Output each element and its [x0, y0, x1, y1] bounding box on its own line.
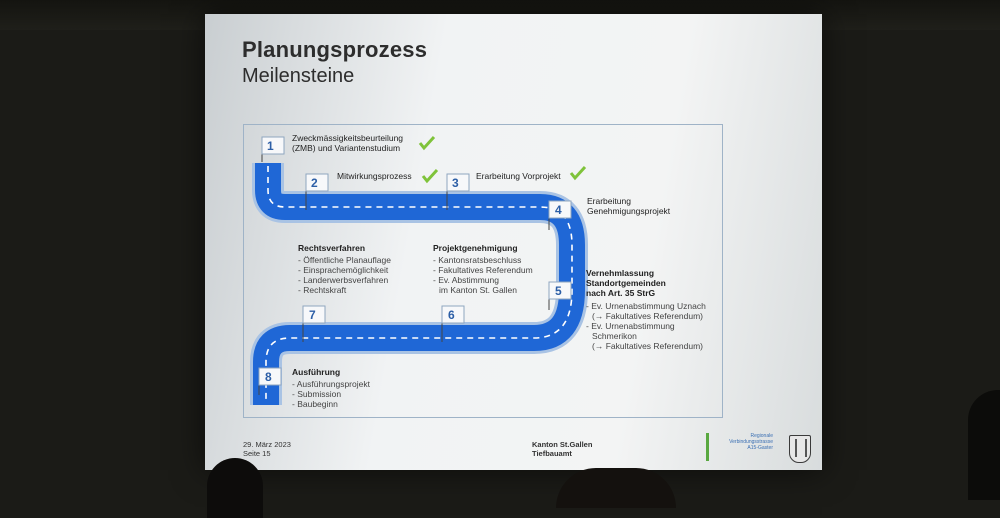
check-icon	[418, 135, 436, 151]
slide-subtitle: Meilensteine	[242, 65, 355, 87]
milestone-3-label: Erarbeitung Vorprojekt	[476, 171, 561, 181]
milestone-1-label: Zweckmässigkeitsbeurteilung (ZMB) und Va…	[292, 133, 403, 153]
projection-screen	[205, 14, 822, 470]
milestone-flag-1	[261, 136, 285, 162]
milestone-number: 5	[555, 284, 562, 298]
audience-silhouette	[968, 390, 1000, 500]
footer-org: Kanton St.Gallen	[532, 440, 593, 449]
road-center-line	[265, 166, 573, 402]
milestone-line: Rechtsverfahren	[298, 243, 366, 253]
milestone-7-label: Rechtsverfahren - Öffentliche Planauflag…	[298, 243, 391, 295]
milestone-line: (ZMB) und Variantenstudium	[292, 143, 401, 153]
slide-title: Planungsprozess	[242, 37, 428, 62]
milestone-item: - Ev. Abstimmung	[433, 275, 499, 285]
milestone-flag-2	[305, 173, 329, 210]
footer-dept: Tiefbauamt	[532, 449, 572, 458]
milestone-item: - Einsprachemöglichkeit	[298, 265, 389, 275]
logo-line: Verbindungsstrasse	[729, 439, 773, 445]
milestone-flag-6	[441, 305, 465, 342]
audience-head	[556, 468, 676, 508]
check-icon	[421, 168, 439, 184]
milestone-item: - Ev. Urnenabstimmung Uznach	[586, 301, 706, 311]
milestone-item: - Submission	[292, 389, 342, 399]
milestone-number: 8	[265, 370, 272, 384]
milestone-item: - Öffentliche Planauflage	[298, 255, 391, 265]
milestone-2-label: Mitwirkungsprozess	[337, 171, 412, 181]
milestone-5-label: Vernehmlassung Standortgemeinden nach Ar…	[586, 268, 706, 351]
milestone-flag-4	[548, 200, 572, 230]
milestone-flag-7	[302, 305, 326, 342]
milestone-item: - Baubeginn	[292, 399, 338, 409]
milestone-6-label: Projektgenehmigung - Kantonsratsbeschlus…	[433, 243, 533, 295]
milestone-line: Erarbeitung	[587, 196, 631, 206]
milestone-item: im Kanton St. Gallen	[439, 285, 517, 295]
milestone-flag-8	[258, 367, 282, 395]
milestone-line: Projektgenehmigung	[433, 243, 518, 253]
milestone-flag-3	[446, 173, 470, 210]
milestone-line: Vernehmlassung	[586, 268, 655, 278]
milestone-number: 4	[555, 203, 562, 217]
milestone-item: - Fakultatives Referendum	[433, 265, 533, 275]
footer-center: Kanton St.Gallen Tiefbauamt	[532, 440, 592, 458]
milestone-line: Zweckmässigkeitsbeurteilung	[292, 133, 404, 143]
milestone-item: - Rechtskraft	[298, 285, 347, 295]
diagram-frame	[243, 124, 723, 418]
footer-page: Seite 15	[243, 449, 271, 458]
milestone-flag-5	[548, 281, 572, 310]
milestone-item: (→ Fakultatives Referendum)	[592, 311, 704, 321]
milestone-4-label: Erarbeitung Genehmigungsprojekt	[587, 196, 670, 216]
milestone-8-label: Ausführung - Ausführungsprojekt - Submis…	[292, 367, 370, 409]
road-diagram: 1 2 3 4 5 6 7 8	[250, 135, 588, 405]
footer-date: 29. März 2023	[243, 440, 291, 449]
milestone-number: 6	[448, 308, 455, 322]
milestone-item: Schmerikon	[592, 331, 637, 341]
logo-line: Regionale	[750, 433, 773, 439]
logo-line: A15-Gaster	[747, 445, 773, 451]
canton-crest-icon	[789, 435, 811, 463]
milestone-line: Standortgemeinden	[586, 278, 666, 288]
milestone-line: Genehmigungsprojekt	[587, 206, 671, 216]
milestone-item: - Ev. Urnenabstimmung	[586, 321, 675, 331]
milestone-line: Ausführung	[292, 367, 341, 377]
milestone-line: nach Art. 35 StrG	[586, 288, 656, 298]
milestone-number: 1	[267, 139, 274, 153]
milestone-item: - Ausführungsprojekt	[292, 379, 370, 389]
check-icon	[569, 165, 587, 181]
milestone-number: 2	[311, 176, 318, 190]
project-logo: Regionale Verbindungsstrasse A15-Gaster	[706, 433, 773, 461]
milestone-item: (→ Fakultatives Referendum)	[592, 341, 704, 351]
milestone-item: - Kantonsratsbeschluss	[433, 255, 522, 265]
milestone-item: - Landerwerbsverfahren	[298, 275, 389, 285]
audience-head	[207, 458, 263, 518]
milestone-number: 3	[452, 176, 459, 190]
milestone-number: 7	[309, 308, 316, 322]
footer-left: 29. März 2023 Seite 15	[243, 440, 291, 458]
